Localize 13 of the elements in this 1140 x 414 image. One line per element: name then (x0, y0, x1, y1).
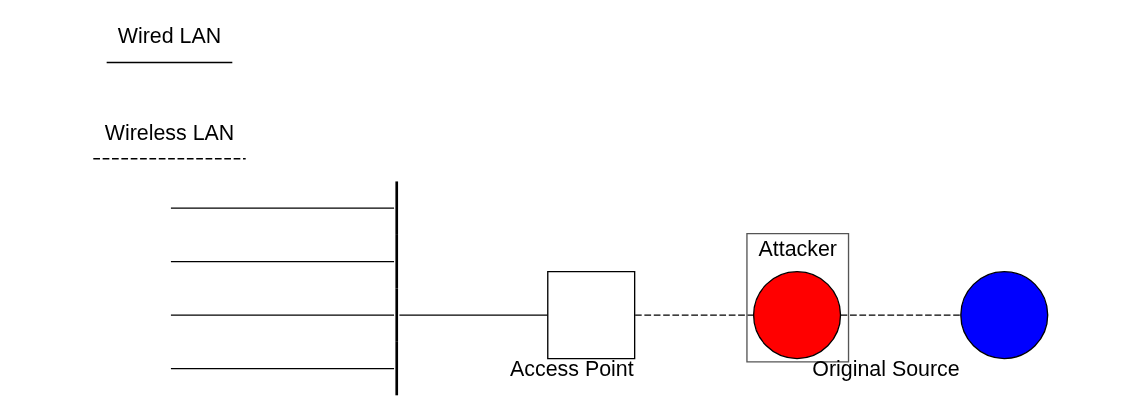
connector (398, 313, 548, 316)
connector (169, 260, 395, 262)
connector (633, 313, 754, 316)
legend-label: Wired LAN (117, 23, 221, 48)
connector (169, 367, 395, 369)
node-box (546, 270, 635, 359)
connector (169, 313, 395, 316)
connector (169, 207, 395, 209)
legend-label: Wireless LAN (104, 120, 234, 145)
node-circle (959, 270, 1048, 359)
node-label: Access Point (509, 356, 634, 381)
connector (839, 313, 961, 316)
node-circle (752, 270, 841, 359)
